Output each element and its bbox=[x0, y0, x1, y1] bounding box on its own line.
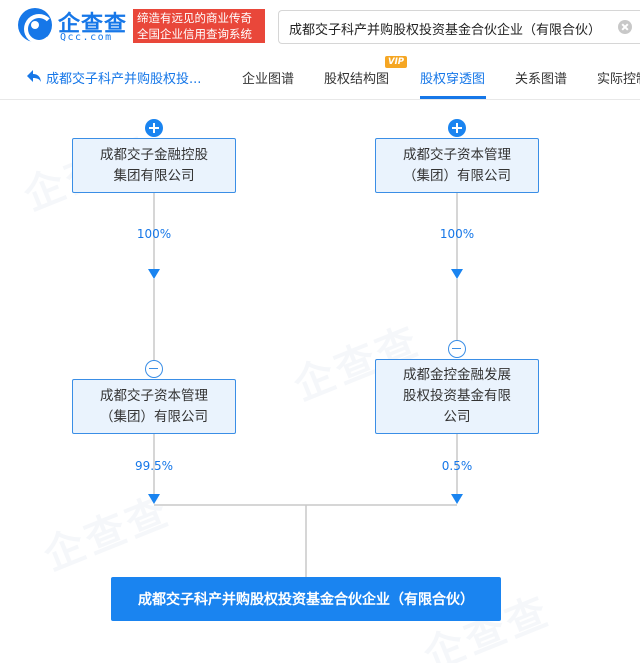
slogan-badge: 缔造有远见的商业传奇 全国企业信用查询系统 bbox=[133, 9, 265, 43]
share-percentage: 0.5% bbox=[441, 459, 473, 473]
target-company-node[interactable]: 成都交子科产并购股权投资基金合伙企业（有限合伙） bbox=[111, 577, 501, 621]
tab-equity-penetration[interactable]: 股权穿透图 bbox=[420, 72, 486, 87]
connector-lines bbox=[148, 193, 463, 577]
tab-actual-controller[interactable]: 实际控制 bbox=[597, 72, 640, 87]
expand-plus-icon[interactable] bbox=[145, 119, 163, 137]
clear-icon[interactable] bbox=[618, 20, 632, 34]
slogan-line-2: 全国企业信用查询系统 bbox=[137, 27, 252, 41]
shareholder-node[interactable]: 成都交子资本管理 （集团）有限公司 bbox=[375, 138, 539, 193]
share-percentage: 99.5% bbox=[134, 459, 174, 473]
node-name-line: 成都金控金融发展 bbox=[403, 367, 511, 383]
node-name-line: （集团）有限公司 bbox=[100, 408, 208, 425]
expand-plus-icon[interactable] bbox=[448, 119, 466, 137]
collapse-minus-icon[interactable] bbox=[448, 340, 466, 358]
node-name-line: 公司 bbox=[443, 409, 471, 425]
node-name-line: 成都交子金融控股 bbox=[100, 146, 208, 163]
tab-enterprise-graph[interactable]: 企业图谱 bbox=[242, 72, 295, 87]
node-name-line: 集团有限公司 bbox=[113, 167, 195, 184]
vip-badge: VIP bbox=[385, 56, 407, 68]
node-name-line: （集团）有限公司 bbox=[403, 167, 511, 184]
shareholder-node[interactable]: 成都交子金融控股 集团有限公司 bbox=[72, 138, 236, 193]
active-tab-indicator bbox=[420, 96, 486, 99]
node-name-line: 股权投资基金有限 bbox=[403, 388, 511, 404]
qcc-logo-icon[interactable] bbox=[18, 8, 54, 44]
brand-domain: Qcc.com bbox=[60, 32, 113, 43]
share-percentage: 100% bbox=[136, 227, 172, 241]
node-name-line: 成都交子资本管理 bbox=[403, 146, 511, 163]
app-header: 企查查 Qcc.com 缔造有远见的商业传奇 全国企业信用查询系统 成都交子科产… bbox=[0, 0, 640, 52]
graph-tab-bar: 成都交子科产并购股权投... 企业图谱 股权结构图 VIP 股权穿透图 关系图谱… bbox=[0, 52, 640, 100]
tab-relationship-graph[interactable]: 关系图谱 bbox=[515, 72, 568, 87]
back-link-company[interactable]: 成都交子科产并购股权投... bbox=[46, 72, 202, 87]
equity-penetration-diagram[interactable]: 企查查 企查查 企查查 企查查 成都交子金融控股 集团有限公司 100% 成都交… bbox=[0, 101, 640, 663]
search-input[interactable]: 成都交子科产并购股权投资基金合伙企业（有限合伙） bbox=[278, 10, 640, 44]
shareholder-node[interactable]: 成都金控金融发展 股权投资基金有限 公司 bbox=[375, 359, 539, 434]
shareholder-node[interactable]: 成都交子资本管理 （集团）有限公司 bbox=[72, 379, 236, 434]
share-percentage: 100% bbox=[439, 227, 475, 241]
collapse-minus-icon[interactable] bbox=[145, 360, 163, 378]
slogan-line-1: 缔造有远见的商业传奇 bbox=[137, 11, 252, 25]
search-input-value: 成都交子科产并购股权投资基金合伙企业（有限合伙） bbox=[289, 23, 602, 38]
tab-equity-structure[interactable]: 股权结构图 bbox=[324, 72, 390, 87]
back-arrow-icon[interactable] bbox=[26, 69, 42, 83]
brand-name[interactable]: 企查查 bbox=[58, 12, 128, 37]
node-name-line: 成都交子资本管理 bbox=[100, 387, 208, 404]
